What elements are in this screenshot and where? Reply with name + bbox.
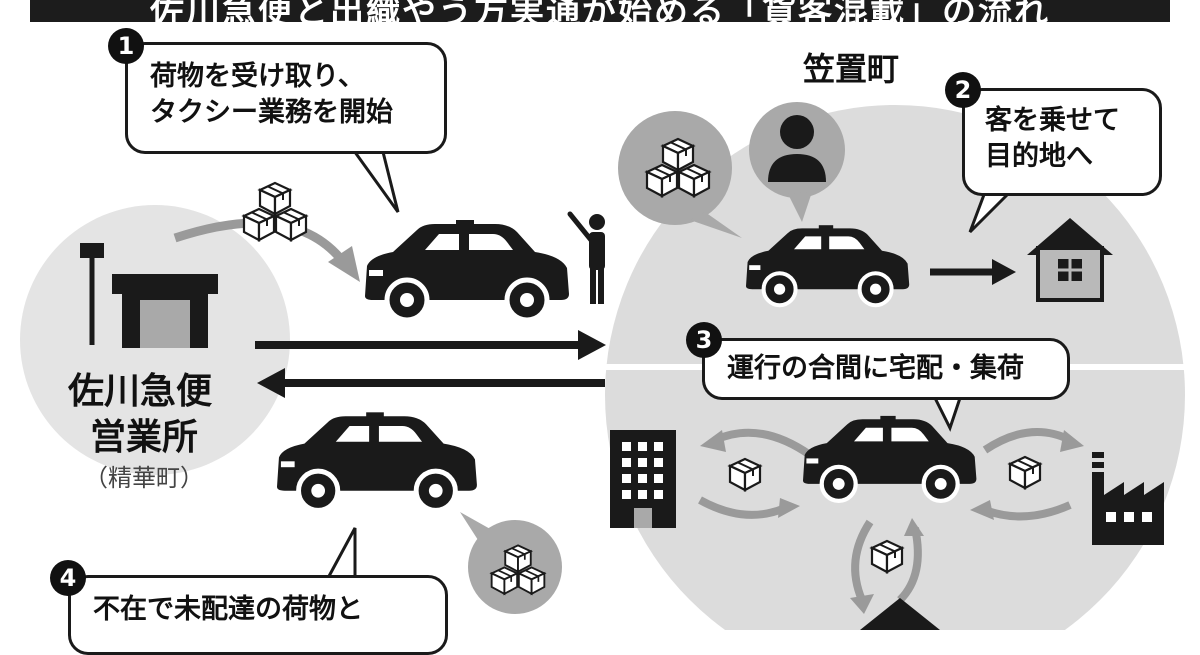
bubble-tail [326,527,357,579]
step-2-bubble: 客を乗せて 目的地へ [962,88,1162,196]
bubble-tail [968,190,1012,234]
arrow-icon [930,259,1016,285]
house-icon [1027,218,1113,302]
office-building-icon [80,243,218,348]
step-4-line-1: 不在で未配達の荷物と [93,594,363,625]
bubble-tail [933,397,962,432]
town-name: 笠置町 [803,50,900,88]
building-icon [610,430,676,528]
step-4-bubble: 不在で未配達の荷物と [68,575,448,655]
taxi-icon [365,220,569,320]
arrow-icon [698,428,1072,603]
package-icon [1008,455,1042,490]
page-title: 佐川急便と出織やう方実通が始める「貨客混載」の流れ [150,0,1050,22]
step-3-bubble: 運行の合間に宅配・集荷 [702,338,1070,400]
packages-icon [244,183,306,240]
step-1-number: 1 [108,28,144,64]
step-4-number: 4 [50,560,86,596]
step-3-number: 3 [686,322,722,358]
house-icon [860,598,940,630]
step-2-line-2: 目的地へ [985,141,1093,172]
taxi-icon [277,412,477,510]
arrow-icon [255,330,606,360]
arrow-icon [257,368,605,398]
step-1-line-1: 荷物を受け取り、 [150,61,365,92]
office-location: （精華町） [84,464,204,492]
step-2-line-1: 客を乗せて [985,105,1120,136]
step-2-number: 2 [945,72,981,108]
person-icon [567,211,605,304]
person-icon [768,115,826,182]
step-3-line-1: 運行の合間に宅配・集荷 [727,353,1024,384]
bubble-tail [350,147,400,213]
factory-icon [1092,452,1164,545]
package-icon [870,539,904,574]
arrow-icon [700,430,1084,614]
package-icon [728,457,762,492]
office-name-line-1: 佐川急便 [68,371,213,412]
step-1-line-2: タクシー業務を開始 [150,97,393,128]
arrow-icon [328,246,360,282]
step-1-bubble: 荷物を受け取り、 タクシー業務を開始 [125,42,447,154]
office-name-line-2: 営業所 [90,417,199,458]
header-bar: 佐川急便と出織やう方実通が始める「貨客混載」の流れ [30,0,1170,22]
